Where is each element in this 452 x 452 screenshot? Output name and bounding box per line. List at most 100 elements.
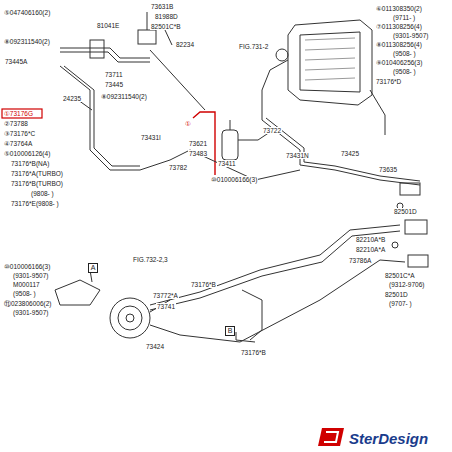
expansion-valve <box>276 49 288 61</box>
part-number: ① <box>184 120 192 127</box>
logo-mark <box>318 428 344 446</box>
part-number: FIG.732-2,3 <box>132 256 169 263</box>
pipe <box>64 66 140 166</box>
pipe <box>60 66 190 170</box>
receiver-drier <box>222 130 238 160</box>
part-number: 73722 <box>262 127 282 134</box>
pipe <box>150 225 400 305</box>
evaporator-housing <box>288 20 372 105</box>
part-number: 73621 <box>188 140 208 147</box>
reference-letter: B <box>226 327 234 334</box>
part-number: 73176*E(9808- ) <box>10 200 60 207</box>
part-number: ⑧092311540(2) <box>100 93 148 100</box>
pipe <box>266 118 420 181</box>
part-number: 73711 <box>104 71 124 78</box>
part-number: ②73788 <box>3 120 29 127</box>
part-number: ⑦011308256(4) <box>375 23 423 30</box>
part-number: 73445A <box>4 58 28 65</box>
selection-highlight <box>2 109 42 118</box>
part-number: 73176*B <box>190 281 217 288</box>
part-number: FIG.731-2 <box>238 43 269 50</box>
part-number: (9301-9507) <box>12 309 49 316</box>
compressor-clutch <box>118 306 142 330</box>
part-number: ⑧011308256(4) <box>375 41 423 48</box>
part-number: ⑤010006126(4) <box>3 150 51 157</box>
part-number: (9508- ) <box>392 50 417 57</box>
clamp <box>408 255 428 267</box>
part-number: 81988D <box>154 13 179 20</box>
part-number: 82210A*B <box>355 236 386 243</box>
part-number: ⑪023806006(2) <box>3 300 52 307</box>
pipe <box>262 60 385 135</box>
pipe <box>150 231 400 310</box>
part-number: ⑧092311540(2) <box>3 38 51 45</box>
bolt <box>392 242 398 248</box>
bracket <box>138 30 156 44</box>
part-number: 73786A <box>348 257 372 264</box>
pressure-switch <box>90 40 104 58</box>
part-number: (9301-9507) <box>12 272 49 279</box>
part-number: (9808- ) <box>30 190 55 197</box>
part-number: (9508- ) <box>12 290 37 297</box>
part-number: 82501D <box>384 291 409 298</box>
part-number: ⑥011308350(2) <box>375 5 423 12</box>
reference-box: A <box>88 263 98 273</box>
part-number: 73425 <box>340 150 360 157</box>
pipe <box>262 120 420 185</box>
compressor <box>110 298 150 338</box>
clamp <box>400 183 420 195</box>
part-number: 73483 <box>188 150 208 157</box>
pipe <box>60 48 150 58</box>
part-number: 82501C*A <box>384 272 416 279</box>
part-number: (9301-9507) <box>392 32 429 39</box>
pipe <box>150 260 405 342</box>
part-number: (9707- ) <box>388 300 413 307</box>
part-number: 73176*B <box>240 349 267 356</box>
part-number: 73424 <box>145 343 165 350</box>
part-number: ①73176G <box>3 110 34 117</box>
part-number: M000117 <box>12 281 41 288</box>
part-number: ③73176*C <box>3 130 36 137</box>
part-number: (9312-9706) <box>388 281 425 288</box>
part-number: ⑤047406160(2) <box>3 9 51 16</box>
part-number: 82210A*A <box>355 246 386 253</box>
part-number: 73176*B(TURBO) <box>10 180 64 187</box>
part-number: ④73764A <box>3 140 33 147</box>
part-number: 73176*B(NA) <box>10 160 50 167</box>
pipe <box>242 290 262 340</box>
leader-line <box>236 332 255 342</box>
reference-box: B <box>225 326 235 336</box>
part-number: ⑨010406256(3) <box>375 59 423 66</box>
pipe <box>60 52 150 62</box>
compressor-hub <box>126 314 134 322</box>
part-number: 73741 <box>156 303 176 310</box>
clamp <box>405 220 427 234</box>
part-number: 73445 <box>104 81 124 88</box>
part-number: 73176*A(TURBO) <box>10 170 64 177</box>
part-number: 24235 <box>62 95 82 102</box>
watermark-logo: SterDesign <box>348 430 429 447</box>
part-number: 73772*A <box>152 292 179 299</box>
part-number: 82234 <box>175 41 195 48</box>
bracket <box>55 280 100 305</box>
logo-mark <box>324 432 338 442</box>
part-number: 82501D <box>393 208 418 215</box>
part-number: (9508- ) <box>392 68 417 75</box>
part-number: 73631B <box>150 3 174 10</box>
part-number: 81041E <box>96 22 120 29</box>
part-number: ⑩010006166(3) <box>3 263 51 270</box>
part-number: 82501C*B <box>150 23 182 30</box>
part-number: ⑩010006166(3) <box>210 176 258 183</box>
reference-letter: A <box>89 264 97 271</box>
part-number: (9711- ) <box>392 14 416 21</box>
core-fins <box>305 38 355 80</box>
leader-line <box>78 50 205 110</box>
part-number: 73411 <box>217 160 237 167</box>
part-number: 73431N <box>285 152 310 159</box>
evaporator-core <box>300 32 360 92</box>
part-number: 73635 <box>378 166 398 173</box>
part-number: 73431I <box>140 134 162 141</box>
part-number: 73782 <box>168 164 188 171</box>
part-number: 73176*D <box>375 78 402 85</box>
